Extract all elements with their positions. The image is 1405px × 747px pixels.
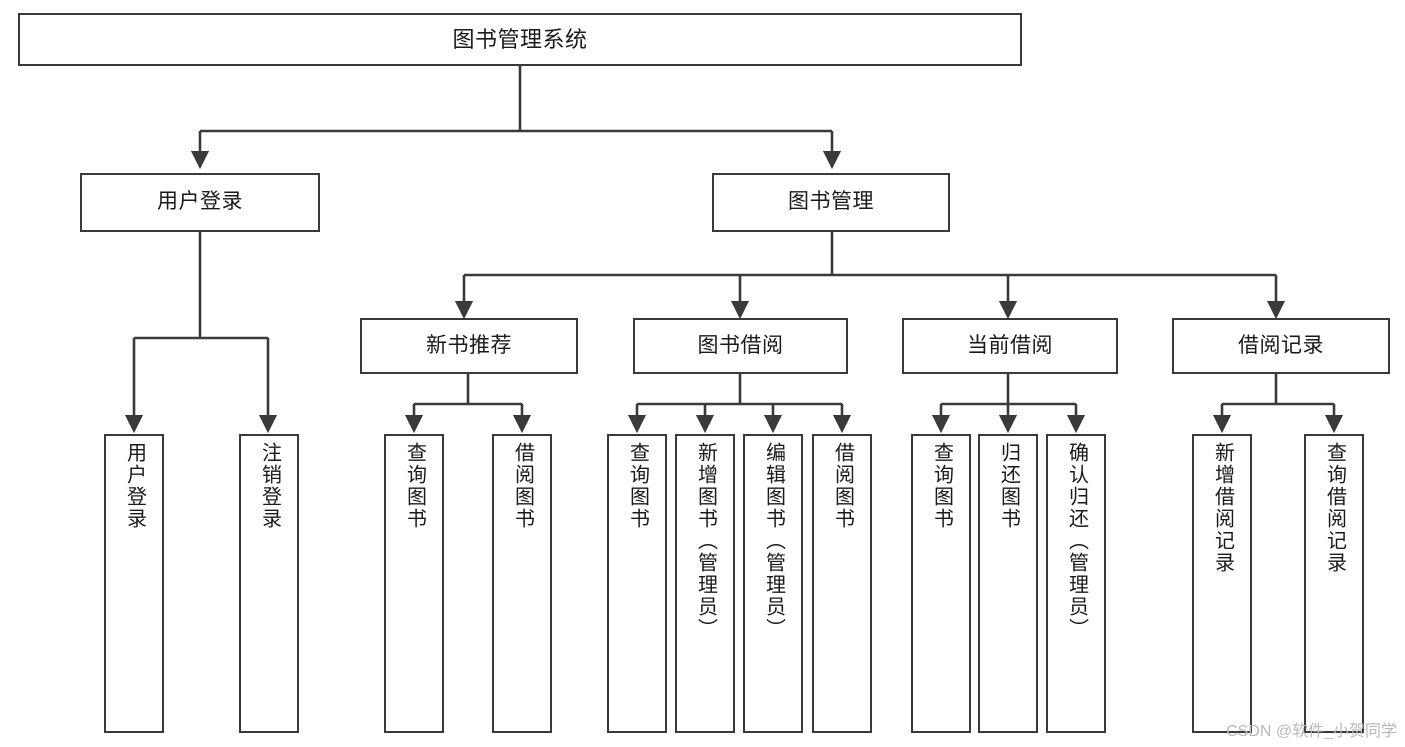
- node-user-login-label: 用户登录: [157, 190, 243, 214]
- node-root-label: 图书管理系统: [452, 26, 588, 52]
- node-user-login[interactable]: 用户登录: [80, 173, 320, 232]
- node-new-book-recommend-label: 新书推荐: [426, 333, 512, 357]
- leaf-newbook-borrow-book[interactable]: 借阅图书: [492, 434, 552, 733]
- leaf-user-login[interactable]: 用户登录: [104, 434, 164, 733]
- leaf-borrow-borrow-book[interactable]: 借阅图书: [812, 434, 872, 733]
- leaf-current-confirm-return-label: 确认归还（管理员）: [1065, 442, 1088, 640]
- leaf-record-query[interactable]: 查询借阅记录: [1304, 434, 1364, 733]
- node-borrow-record-label: 借阅记录: [1238, 333, 1324, 357]
- leaf-current-return-book-label: 归还图书: [997, 442, 1020, 530]
- node-borrow-record[interactable]: 借阅记录: [1172, 318, 1390, 374]
- leaf-borrow-edit-book[interactable]: 编辑图书（管理员）: [743, 434, 803, 733]
- leaf-current-query-book[interactable]: 查询图书: [911, 434, 971, 733]
- node-book-borrow[interactable]: 图书借阅: [633, 318, 848, 374]
- node-book-management[interactable]: 图书管理: [712, 173, 950, 232]
- leaf-newbook-borrow-book-label: 借阅图书: [511, 442, 534, 530]
- node-current-borrow-label: 当前借阅: [967, 333, 1053, 357]
- leaf-borrow-add-book[interactable]: 新增图书（管理员）: [675, 434, 735, 733]
- leaf-logout-label: 注销登录: [258, 442, 281, 530]
- leaf-borrow-edit-book-label: 编辑图书（管理员）: [762, 442, 785, 640]
- leaf-logout[interactable]: 注销登录: [239, 434, 299, 733]
- node-current-borrow[interactable]: 当前借阅: [902, 318, 1118, 374]
- leaf-current-query-book-label: 查询图书: [930, 442, 953, 530]
- leaf-borrow-query-book-label: 查询图书: [626, 442, 649, 530]
- node-new-book-recommend[interactable]: 新书推荐: [360, 318, 578, 374]
- leaf-current-return-book[interactable]: 归还图书: [978, 434, 1038, 733]
- leaf-user-login-label: 用户登录: [123, 442, 146, 530]
- leaf-record-add-label: 新增借阅记录: [1211, 442, 1234, 574]
- leaf-record-add[interactable]: 新增借阅记录: [1192, 434, 1252, 733]
- leaf-current-confirm-return[interactable]: 确认归还（管理员）: [1046, 434, 1106, 733]
- node-root[interactable]: 图书管理系统: [18, 13, 1022, 66]
- leaf-borrow-add-book-label: 新增图书（管理员）: [694, 442, 717, 640]
- leaf-newbook-query-book[interactable]: 查询图书: [384, 434, 444, 733]
- leaf-record-query-label: 查询借阅记录: [1323, 442, 1346, 574]
- leaf-borrow-query-book[interactable]: 查询图书: [607, 434, 667, 733]
- watermark: CSDN @软件_小贺同学: [1226, 723, 1397, 740]
- leaf-borrow-borrow-book-label: 借阅图书: [831, 442, 854, 530]
- node-book-borrow-label: 图书借阅: [697, 333, 784, 357]
- leaf-newbook-query-book-label: 查询图书: [403, 442, 426, 530]
- node-book-management-label: 图书管理: [788, 190, 874, 214]
